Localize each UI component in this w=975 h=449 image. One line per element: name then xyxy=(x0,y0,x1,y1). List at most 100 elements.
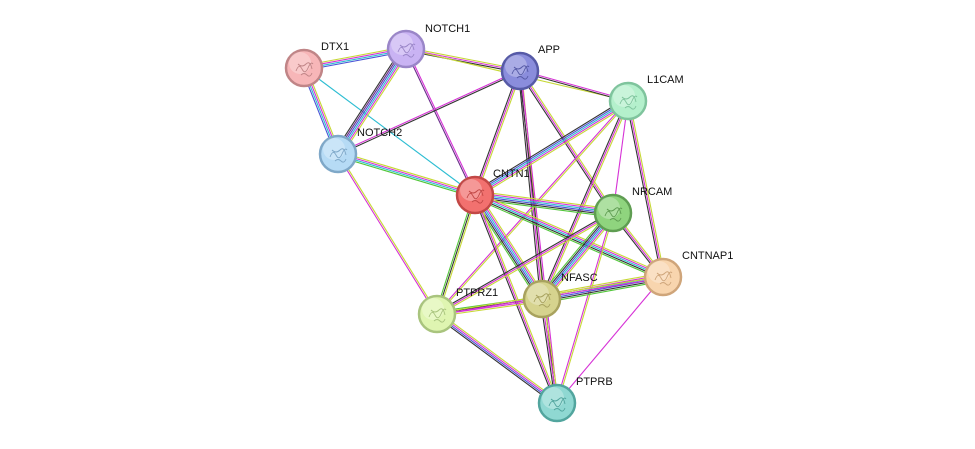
edge-notch2-ptprz1[interactable] xyxy=(336,153,439,315)
edge-strand-blue xyxy=(473,195,542,300)
edge-strand-black xyxy=(474,195,663,279)
edge-strand-yellow xyxy=(557,213,615,404)
edge-nrcam-ptprb[interactable] xyxy=(555,212,615,404)
edge-notch1-notch2[interactable] xyxy=(334,46,410,157)
edge-strand-magenta xyxy=(475,193,664,277)
edge-strand-cyan xyxy=(475,194,544,299)
edge-app-cntn1[interactable] xyxy=(472,70,523,196)
node-dtx1[interactable]: DTX1 xyxy=(284,41,349,88)
edge-notch2-cntn1[interactable] xyxy=(337,151,476,198)
edge-strand-green xyxy=(434,194,474,314)
edge-strand-cyan xyxy=(475,193,614,213)
edge-strand-yellow xyxy=(338,151,476,194)
node-label-ptprz1: PTPRZ1 xyxy=(456,287,498,299)
edge-strand-magenta xyxy=(406,48,477,195)
edge-strand-cyan xyxy=(474,100,629,196)
edge-strand-yellow xyxy=(338,153,439,314)
edge-strand-green xyxy=(474,198,613,218)
edges-layer xyxy=(301,46,666,406)
node-label-ptprb: PTPRB xyxy=(576,376,613,388)
node-circle[interactable] xyxy=(593,193,633,233)
node-label-app: APP xyxy=(538,44,560,56)
node-app[interactable]: APP xyxy=(500,44,560,91)
edge-nrcam-ptprz1[interactable] xyxy=(435,211,615,316)
node-circle[interactable] xyxy=(455,175,495,215)
edge-notch1-cntn1[interactable] xyxy=(404,48,477,196)
node-notch2[interactable]: NOTCH2 xyxy=(318,127,402,174)
edge-strand-magenta xyxy=(475,192,614,212)
edge-app-ptprb[interactable] xyxy=(518,70,559,404)
node-highlight xyxy=(460,179,482,201)
edge-strand-magenta xyxy=(520,70,559,403)
node-circle[interactable] xyxy=(643,257,683,297)
edge-strand-magenta xyxy=(405,48,521,72)
node-highlight xyxy=(505,55,527,77)
edge-strand-yellow xyxy=(541,272,663,296)
protein-structure-icon xyxy=(295,62,314,77)
protein-structure-icon xyxy=(329,148,348,163)
node-highlight xyxy=(542,387,564,409)
edge-strand-magenta xyxy=(474,70,521,196)
edge-strand-purple xyxy=(335,47,405,153)
node-label-nfasc: NFASC xyxy=(561,272,598,284)
edge-strand-magenta xyxy=(475,101,630,197)
edge-strand-black xyxy=(518,71,557,404)
node-highlight xyxy=(323,138,345,160)
edge-strand-yellow xyxy=(406,46,521,70)
edge-strand-black xyxy=(540,100,628,299)
node-ptprb[interactable]: PTPRB xyxy=(537,376,613,423)
node-cntn1[interactable]: CNTN1 xyxy=(455,168,530,215)
edge-notch1-app[interactable] xyxy=(405,46,521,74)
edge-strand-magenta xyxy=(337,69,520,154)
node-nrcam[interactable]: NRCAM xyxy=(593,186,672,233)
node-circle[interactable] xyxy=(386,29,426,69)
node-circle[interactable] xyxy=(608,81,648,121)
node-circle[interactable] xyxy=(537,383,577,423)
node-highlight xyxy=(289,52,311,74)
node-highlight xyxy=(613,85,635,107)
edge-notch2-app[interactable] xyxy=(337,69,521,156)
edge-strand-magenta xyxy=(555,212,613,403)
edge-l1cam-cntnap1[interactable] xyxy=(625,100,666,278)
node-label-notch1: NOTCH1 xyxy=(425,23,470,35)
protein-structure-icon xyxy=(533,293,552,308)
protein-structure-icon xyxy=(654,271,673,286)
node-circle[interactable] xyxy=(318,134,358,174)
node-highlight xyxy=(598,197,620,219)
edge-strand-magenta xyxy=(338,152,476,195)
node-highlight xyxy=(527,283,549,305)
edge-strand-yellow xyxy=(629,100,666,277)
node-notch1[interactable]: NOTCH1 xyxy=(386,23,470,69)
node-label-cntn1: CNTN1 xyxy=(493,168,530,180)
edge-strand-purple xyxy=(404,49,475,196)
node-circle[interactable] xyxy=(284,48,324,88)
edge-strand-magenta xyxy=(436,212,614,315)
node-circle[interactable] xyxy=(522,279,562,319)
edge-strand-magenta xyxy=(474,194,558,404)
node-label-l1cam: L1CAM xyxy=(647,74,684,86)
protein-structure-icon xyxy=(428,308,447,323)
protein-structure-icon xyxy=(619,95,638,110)
edge-strand-yellow xyxy=(437,101,630,315)
node-circle[interactable] xyxy=(417,294,457,334)
edge-l1cam-cntn1[interactable] xyxy=(473,97,630,199)
edge-cntn1-ptprz1[interactable] xyxy=(434,194,478,315)
node-ptprz1[interactable]: PTPRZ1 xyxy=(417,287,498,334)
edge-strand-black xyxy=(405,50,520,74)
edge-strand-yellow xyxy=(475,190,614,210)
edge-cntn1-ptprb[interactable] xyxy=(472,194,560,404)
node-l1cam[interactable]: L1CAM xyxy=(608,74,684,121)
edge-l1cam-nfasc[interactable] xyxy=(540,100,630,300)
edge-strand-black xyxy=(435,315,556,406)
node-circle[interactable] xyxy=(500,51,540,91)
edge-strand-yellow xyxy=(475,71,523,196)
edge-strand-yellow xyxy=(476,191,665,275)
edge-ptprz1-ptprb[interactable] xyxy=(435,311,559,406)
node-cntnap1[interactable]: CNTNAP1 xyxy=(643,250,733,297)
edge-strand-magenta xyxy=(339,50,409,156)
edge-cntnap1-ptprb[interactable] xyxy=(556,276,664,404)
node-label-dtx1: DTX1 xyxy=(321,41,349,53)
node-nfasc[interactable]: NFASC xyxy=(522,272,598,319)
edge-strand-black xyxy=(435,211,613,314)
edge-cntn1-nrcam[interactable] xyxy=(474,190,614,218)
